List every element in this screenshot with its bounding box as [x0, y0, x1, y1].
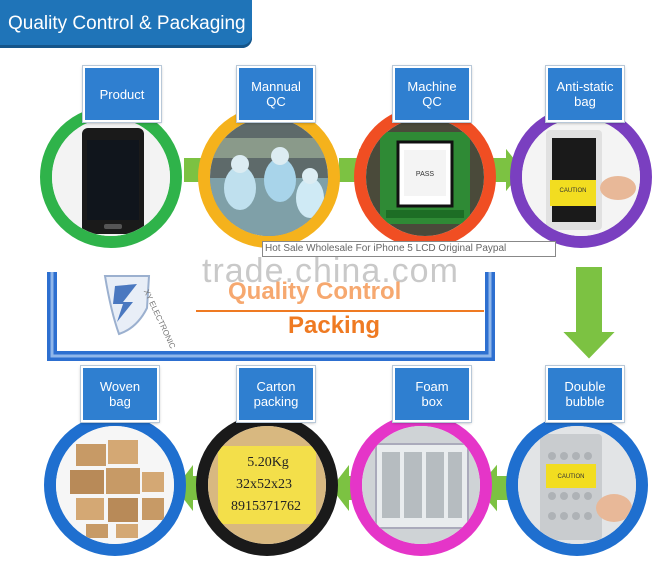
label-line: bag — [574, 94, 596, 109]
caution-text-bottom: CAUTION — [558, 474, 585, 480]
label-double-bubble: Double bubble — [545, 365, 625, 423]
phone-screen-image — [52, 118, 170, 236]
label-line: Machine — [407, 79, 457, 94]
anti-static-bag-image: CAUTION — [522, 118, 640, 236]
ring-machine-qc: PASS — [354, 106, 496, 248]
ring-carton-packing: 5.20Kg 32x52x23 8915371762 — [196, 414, 338, 556]
factory-workers-image — [210, 118, 328, 236]
ring-product — [40, 106, 182, 248]
label-manual-qc: Mannual QC — [236, 65, 316, 123]
label-line: QC — [422, 94, 442, 109]
header-tab: Quality Control & Packaging — [0, 0, 252, 48]
quality-control-title: Quality Control — [228, 278, 402, 305]
label-line: Product — [99, 86, 145, 102]
label-line: bubble — [565, 394, 605, 409]
label-line: Double — [564, 379, 606, 394]
label-line: packing — [253, 394, 299, 409]
arrow-antistatic-to-double — [558, 265, 620, 362]
label-line: QC — [266, 94, 286, 109]
test-board-image: PASS — [366, 118, 484, 236]
label-anti-static: Anti-static bag — [545, 65, 625, 123]
label-line: Anti-static — [556, 79, 614, 94]
ring-woven-bag — [44, 414, 186, 556]
label-carton-packing: Carton packing — [236, 365, 316, 423]
label-line: Mannual — [251, 79, 301, 94]
product-caption: Hot Sale Wholesale For iPhone 5 LCD Orig… — [262, 241, 556, 257]
label-product: Product — [82, 65, 162, 123]
watermark: trade.china.com — [202, 252, 459, 290]
ring-anti-static: CAUTION — [510, 106, 652, 248]
divider — [196, 310, 484, 312]
label-line: Foam — [415, 379, 449, 394]
bubble-wrap-image: CAUTION — [518, 426, 636, 544]
cartons-pile-image — [56, 426, 174, 544]
page-title: Quality Control & Packaging — [8, 13, 246, 34]
label-line: box — [421, 394, 443, 409]
carton-label-image: 5.20Kg 32x52x23 8915371762 — [208, 426, 326, 544]
label-woven-bag: Woven bag — [80, 365, 160, 423]
label-line: Woven — [99, 379, 141, 394]
carton-note-line1: 5.20Kg — [247, 455, 289, 470]
ring-manual-qc — [198, 106, 340, 248]
label-line: bag — [109, 394, 131, 409]
label-foam-box: Foam box — [392, 365, 472, 423]
ring-double-bubble: CAUTION — [506, 414, 648, 556]
label-machine-qc: Machine QC — [392, 65, 472, 123]
caution-text-top: CAUTION — [560, 188, 587, 194]
screen-text: PASS — [416, 171, 434, 178]
ring-foam-box — [350, 414, 492, 556]
carton-note-line3: 8915371762 — [231, 499, 301, 514]
shield-logo-icon — [103, 275, 151, 336]
packing-title: Packing — [288, 312, 381, 339]
return-flow-line-inner — [50, 272, 492, 358]
label-line: Carton — [256, 379, 296, 394]
foam-box-image — [362, 426, 480, 544]
carton-note-line2: 32x52x23 — [236, 477, 292, 492]
